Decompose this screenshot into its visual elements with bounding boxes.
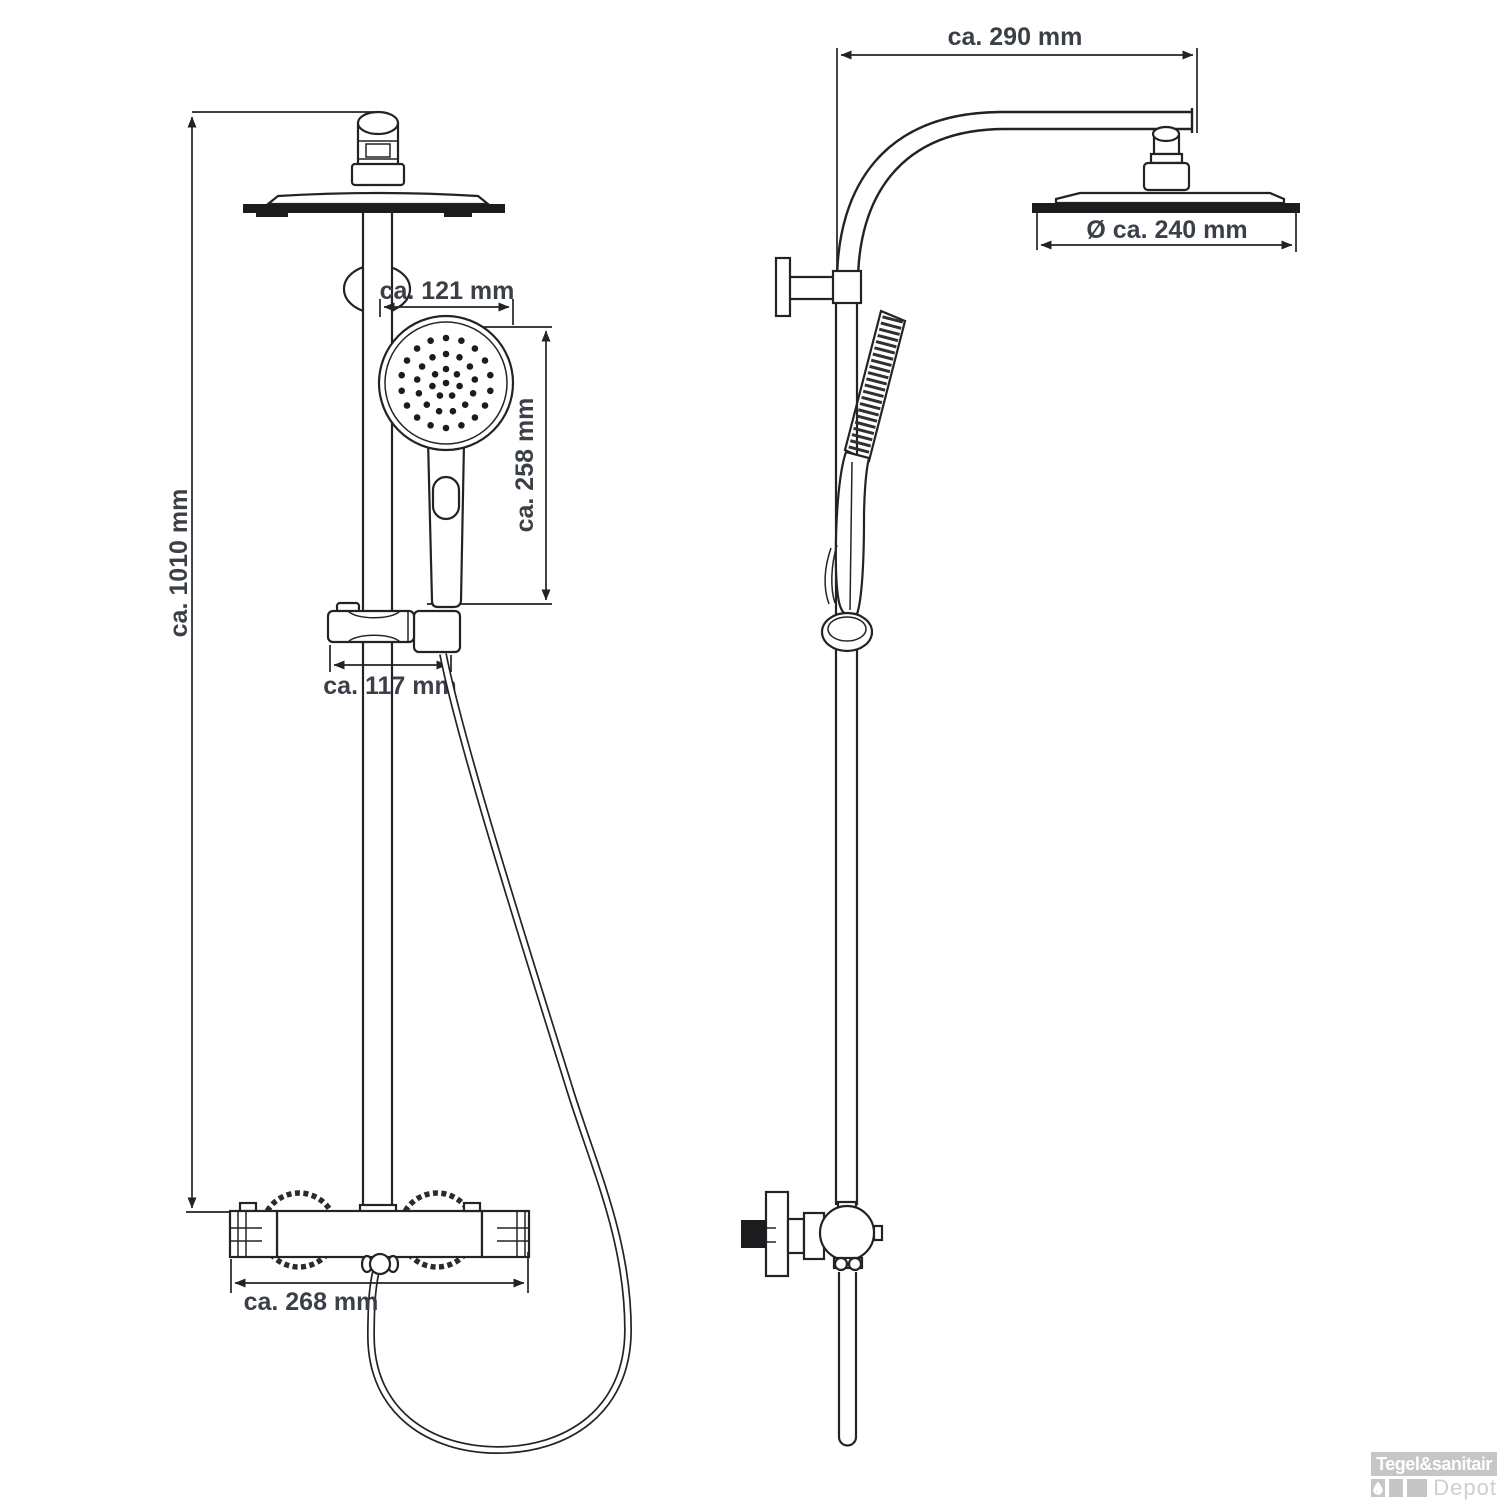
hand-shower-side [824, 309, 907, 616]
dim-slider-bracket-width-label: ca. 117 mm [323, 672, 456, 700]
front-view: ca. 1010 mm [165, 110, 633, 1455]
dim-arm-reach: ca. 290 mm [836, 23, 1198, 280]
mixer-valve-body [818, 1204, 876, 1262]
mixer-handle-left [228, 1209, 279, 1259]
head-connector-side [1142, 125, 1191, 192]
mixer-handle-right [480, 1209, 531, 1259]
slider-knob-side [820, 611, 874, 653]
mixer-side [741, 1190, 884, 1278]
hand-shower-handle [426, 436, 466, 609]
shower-arm-side [835, 108, 1194, 284]
bracket-clamp-side [831, 269, 863, 305]
thermostat-mixer-front [228, 1201, 531, 1276]
dim-head-diameter: Ø ca. 240 mm [1036, 213, 1297, 252]
hand-shower-wand-hatch [847, 315, 904, 456]
hand-shower-face-inner-ring [384, 321, 508, 445]
shower-hose-front [366, 653, 633, 1455]
hand-shower-button [431, 475, 461, 521]
hand-shower-holder [412, 609, 462, 654]
dim-head-diameter-label: Ø ca. 240 mm [1086, 216, 1247, 244]
dim-hand-shower-height-label: ca. 258 mm [511, 398, 539, 533]
brand-logo: Tegel&sanitair Depot [1371, 1452, 1497, 1500]
dim-hand-shower-width-label: ca. 121 mm [380, 277, 515, 305]
side-view: ca. 290 mm Ø ca. 240 mm [741, 23, 1300, 1447]
shower-hose-side [837, 1272, 858, 1447]
droplet-icon [1373, 1481, 1383, 1495]
brand-subtitle: Depot [1433, 1475, 1497, 1500]
rain-shower-head-side [1032, 191, 1300, 213]
hand-shower-front [377, 314, 515, 609]
logo-tile [1406, 1479, 1428, 1497]
mixer-hose-outlet [360, 1252, 400, 1276]
slider-bracket [326, 601, 462, 654]
spray-nozzle-dots [398, 334, 494, 432]
rain-shower-head-front [243, 110, 505, 217]
dim-total-height-label: ca. 1010 mm [165, 489, 193, 638]
logo-tile [1388, 1479, 1403, 1497]
dim-mixer-width-label: ca. 268 mm [244, 1288, 379, 1316]
wall-bracket-side [774, 256, 833, 318]
dim-total-height: ca. 1010 mm [165, 111, 380, 1213]
droplet-tile [1371, 1479, 1385, 1497]
dim-hand-shower-width: ca. 121 mm [379, 277, 515, 325]
riser-pipe-side [831, 269, 863, 1205]
mixer-body [275, 1209, 484, 1259]
dim-slider-bracket-width: ca. 117 mm [323, 645, 457, 700]
brand-name: Tegel&sanitair [1371, 1452, 1497, 1476]
dim-mixer-width: ca. 268 mm [230, 1252, 529, 1316]
dim-arm-reach-label: ca. 290 mm [948, 23, 1083, 51]
